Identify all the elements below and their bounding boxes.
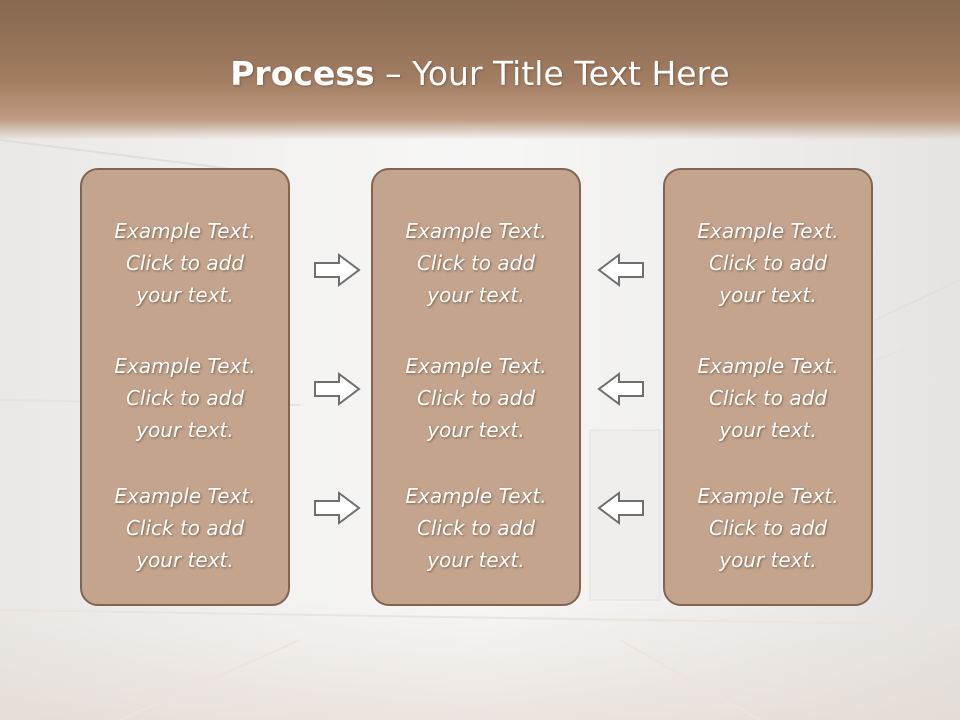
arrow-left-outline-icon: [597, 491, 644, 525]
card-text[interactable]: Example Text. Click to add your text.: [697, 219, 839, 307]
process-card-right[interactable]: Example Text. Click to add your text. Ex…: [663, 168, 873, 606]
card-text[interactable]: Example Text. Click to add your text.: [697, 484, 839, 572]
title-rest-part: – Your Title Text Here: [374, 54, 730, 93]
process-card-center[interactable]: Example Text. Click to add your text. Ex…: [371, 168, 581, 606]
arrow-right-outline-icon: [314, 491, 361, 525]
arrow-left-outline-icon: [597, 253, 644, 287]
card-text[interactable]: Example Text. Click to add your text.: [405, 484, 547, 572]
card-text[interactable]: Example Text. Click to add your text.: [405, 219, 547, 307]
title-band: [0, 0, 960, 140]
arrow-right-outline-icon: [314, 372, 361, 406]
process-card-left[interactable]: Example Text. Click to add your text. Ex…: [80, 168, 290, 606]
title-bold-part: Process: [230, 54, 375, 93]
card-text[interactable]: Example Text. Click to add your text.: [405, 354, 547, 442]
arrow-right-outline-icon: [314, 253, 361, 287]
arrow-left-outline-icon: [597, 372, 644, 406]
card-text[interactable]: Example Text. Click to add your text.: [114, 219, 256, 307]
card-text[interactable]: Example Text. Click to add your text.: [114, 354, 256, 442]
card-text[interactable]: Example Text. Click to add your text.: [697, 354, 839, 442]
slide-title: Process – Your Title Text Here: [0, 50, 960, 98]
card-text[interactable]: Example Text. Click to add your text.: [114, 484, 256, 572]
